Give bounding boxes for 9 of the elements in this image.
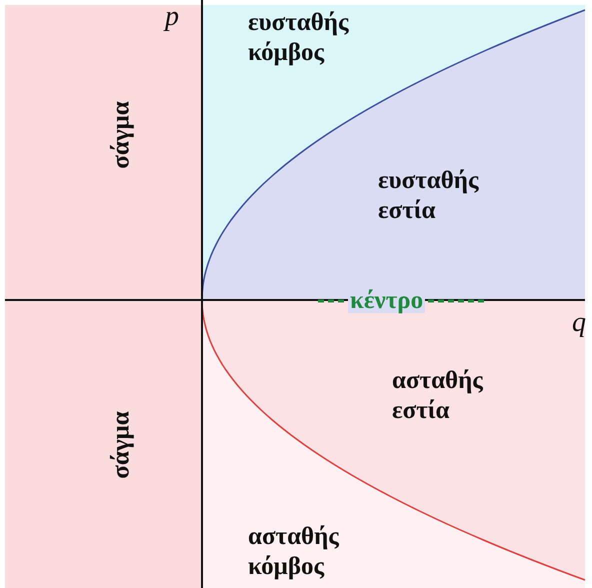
- region-label: ευσταθής κόμβος: [248, 8, 350, 68]
- axis-label: q: [572, 308, 586, 338]
- region-label: ασταθής εστία: [392, 366, 484, 426]
- region-label: σάγμα: [106, 101, 136, 169]
- region-label: ασταθής κόμβος: [248, 522, 340, 582]
- axis-label: p: [165, 2, 179, 32]
- region-label: σάγμα: [106, 411, 136, 479]
- region-label: ευσταθής εστία: [378, 166, 480, 226]
- region-label: κέντρο: [348, 289, 426, 313]
